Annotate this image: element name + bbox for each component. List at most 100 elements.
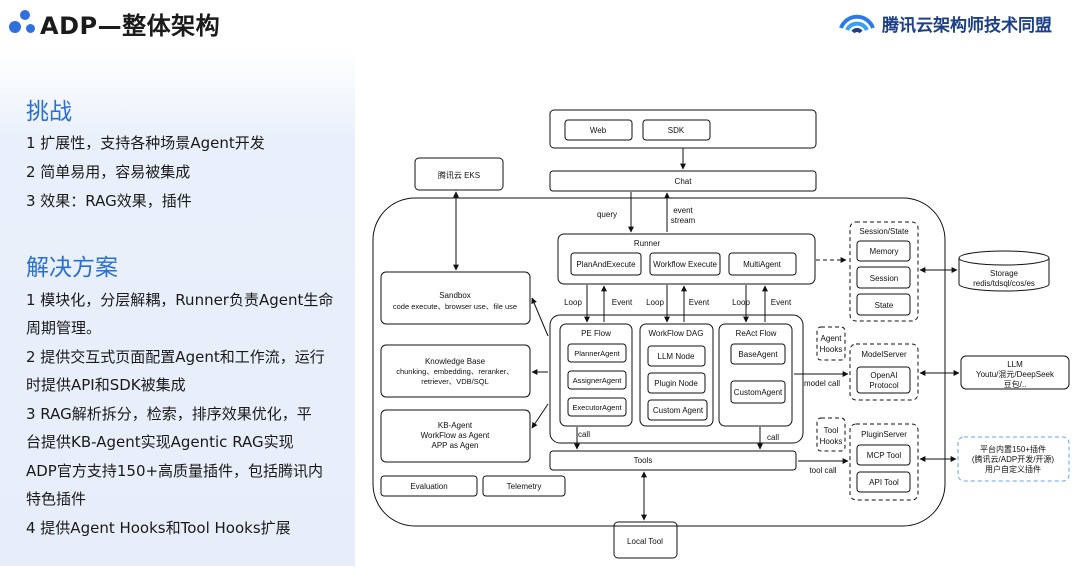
evaluation-box (380, 475, 478, 497)
session-state-label: Session/State (859, 227, 909, 236)
left-panel: 挑战 1 扩展性，支持各种场景Agent开发 2 简单易用，容易被集成 3 效果… (0, 48, 355, 566)
solution-line: 特色插件 (26, 490, 87, 508)
openai-label2: Protocol (869, 381, 899, 390)
model-server-label: ModelServer (861, 350, 907, 359)
custom-agent-node-box (647, 399, 708, 421)
session-label: Session (870, 274, 898, 283)
telemetry-label: Telemetry (507, 482, 542, 491)
sandbox-desc: code execute、browser use、file use (393, 302, 517, 311)
llm-line1: Youtu/混元/DeepSeek (976, 370, 1055, 379)
openai-box (856, 366, 911, 394)
stream-label: stream (671, 216, 696, 225)
event-label-pe: Event (612, 298, 633, 307)
solution-line: 2 提供交互式页面配置Agent和工作流，运行 (26, 348, 325, 366)
workflow-dag-label: WorkFlow DAG (649, 329, 704, 338)
plan-execute-box (570, 252, 642, 276)
kb-agent-title: KB-Agent (438, 421, 473, 430)
call-label-left: call (578, 430, 590, 439)
chat-box (549, 170, 817, 192)
llm-line2: 豆包/.. (1004, 379, 1027, 389)
plugins-box (957, 436, 1070, 482)
kb-agent-box (380, 409, 531, 463)
runner-label: Runner (634, 239, 661, 248)
workflow-execute-box (649, 252, 721, 276)
title-area: ADP—整体架构 (8, 6, 220, 40)
state-label: State (875, 301, 894, 310)
model-server-box (849, 343, 919, 401)
solution-line: ADP官方支持150+高质量插件，包括腾讯内 (26, 462, 324, 480)
plugin-node-label: Plugin Node (654, 379, 698, 388)
call-label-right: call (767, 433, 779, 442)
custom-agent-box (730, 380, 786, 404)
top-bar: ADP—整体架构 腾讯云架构师技术同盟 (0, 0, 1080, 48)
base-agent-label: BaseAgent (738, 350, 778, 359)
multi-agent-box (728, 252, 797, 276)
executor-agent-label: ExecutorAgent (572, 403, 622, 412)
plan-execute-label: PlanAndExecute (576, 260, 636, 269)
base-agent-box (730, 343, 786, 365)
llm-node-label: LLM Node (658, 352, 695, 361)
openai-label1: OpenAI (870, 371, 897, 380)
multi-agent-label: MultiAgent (743, 260, 782, 269)
react-flow-label: ReAct Flow (736, 329, 777, 338)
sdk-label: SDK (668, 126, 685, 135)
llm-node-box (647, 345, 706, 367)
assigner-agent-label: AssignerAgent (573, 376, 623, 385)
kb-agent-line2: APP as Agen (432, 441, 479, 450)
flow-container (549, 314, 804, 444)
solution-line: 时提供API和SDK被集成 (26, 376, 186, 394)
react-flow-box (718, 323, 793, 427)
agent-hooks-box (816, 326, 846, 361)
storage-label: Storage (990, 269, 1019, 278)
challenge-item: 3 效果：RAG效果，插件 (26, 192, 192, 210)
loop-label-pe: Loop (564, 298, 582, 307)
plugin-server-box (849, 423, 919, 501)
storage-cylinder (958, 250, 1050, 292)
kb-title: Knowledge Base (425, 357, 486, 366)
kb-line2: retriever、VDB/SQL (421, 377, 489, 386)
plugin-server-label: PluginServer (861, 430, 907, 439)
evaluation-label: Evaluation (410, 482, 447, 491)
platform-container (372, 197, 946, 527)
plugins-line2: (腾讯云/ADP开发/开源) (972, 454, 1055, 464)
telemetry-box (482, 475, 566, 497)
sdk-box (642, 119, 711, 141)
workflow-dag-box (639, 323, 714, 427)
title-dots-icon (8, 8, 40, 38)
solution-line: 周期管理。 (26, 319, 102, 337)
session-box (856, 266, 911, 289)
solution-line: 1 模块化，分层解耦，Runner负责Agent生命 (26, 291, 334, 309)
eks-label: 腾讯云 EKS (438, 170, 480, 180)
local-tool-label: Local Tool (627, 537, 663, 546)
sandbox-box (380, 271, 531, 325)
tool-hooks-label2: Hooks (820, 437, 843, 446)
solution-line: 3 RAG解析拆分，检索，排序效果优化，平 (26, 405, 312, 423)
planner-agent-label: PlannerAgent (574, 349, 620, 358)
plugin-node-box (647, 372, 706, 394)
query-label: query (597, 210, 617, 219)
executor-agent-box (567, 397, 627, 417)
api-tool-label: API Tool (869, 478, 899, 487)
solution-line: 台提供KB-Agent实现Agentic RAG实现 (26, 433, 294, 451)
pe-flow-box (559, 323, 633, 427)
workflow-execute-label: Workflow Execute (653, 260, 717, 269)
architecture-panel: Web SDK Chat 腾讯云 EKS query event stream … (355, 48, 1080, 566)
plugins-line1: 平台内置150+插件 (980, 444, 1046, 454)
mcp-tool-label: MCP Tool (867, 451, 902, 460)
tools-box (549, 450, 797, 471)
pe-flow-label: PE Flow (581, 329, 611, 338)
event-label-dag: Event (689, 298, 710, 307)
agent-hooks-label1: Agent (821, 334, 843, 343)
plugins-line3: 用户自定义插件 (985, 464, 1041, 474)
loop-label-dag: Loop (646, 298, 664, 307)
web-box (564, 119, 633, 141)
planner-agent-box (567, 343, 627, 363)
loop-label-react: Loop (732, 298, 750, 307)
tools-label: Tools (634, 456, 653, 465)
challenges-title: 挑战 (26, 99, 72, 125)
chat-label: Chat (675, 177, 693, 186)
mcp-tool-box (856, 444, 911, 466)
tool-call-label: tool call (809, 466, 836, 475)
page-title: ADP—整体架构 (40, 11, 221, 40)
tool-hooks-box (816, 417, 846, 452)
